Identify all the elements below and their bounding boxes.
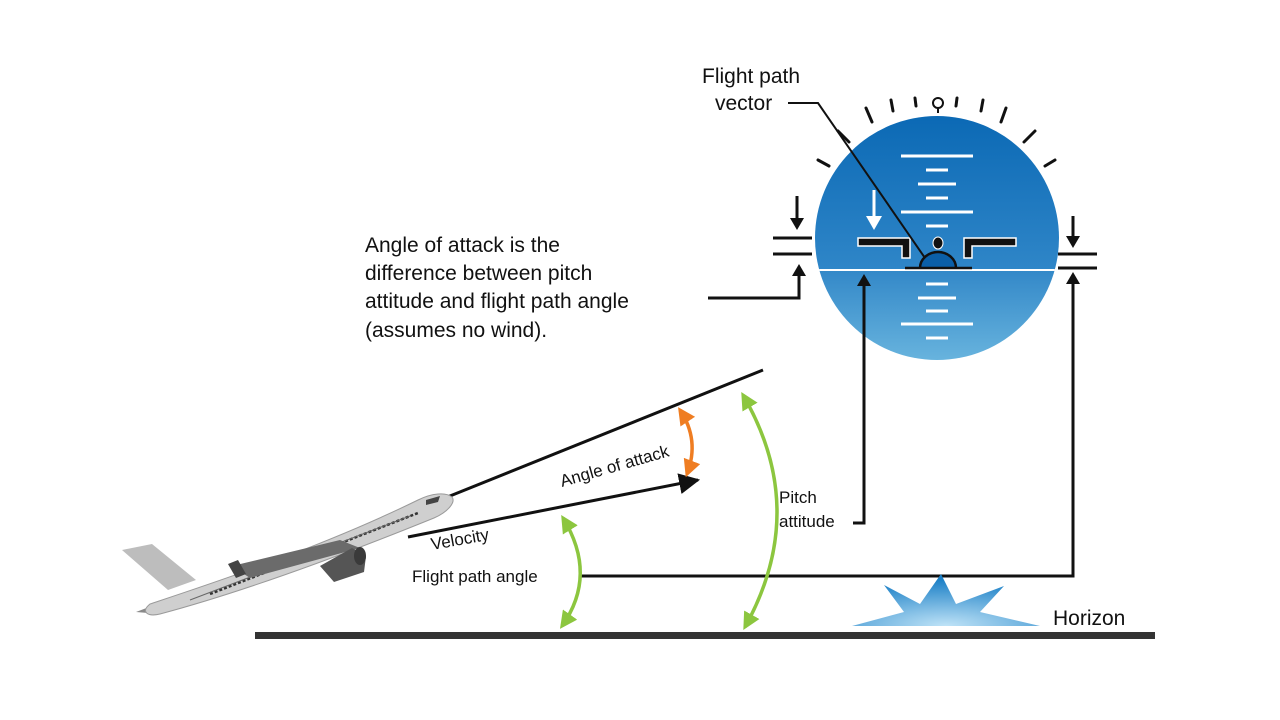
fpv-label-line1: Flight path (702, 65, 800, 88)
bank-scale (816, 96, 1057, 168)
aoa-note-line1: Angle of attack is the (365, 234, 560, 257)
aoa-leader-line (708, 270, 801, 300)
fpv-label-line2: vector (715, 92, 772, 115)
bank-pointer-icon (932, 97, 944, 113)
flight-path-angle-label: Flight path angle (412, 567, 538, 586)
velocity-vector-line (407, 473, 701, 539)
angle-of-attack-label: Angle of attack (558, 441, 672, 490)
pitch-attitude-arc (741, 391, 779, 631)
angle-of-attack-arc (678, 407, 701, 478)
pitch-ladder (901, 154, 973, 340)
pitch-label-line1: Pitch (779, 488, 817, 507)
horizon-line (255, 632, 1155, 639)
flight-path-angle-arc (559, 515, 582, 629)
horizon-label: Horizon (1053, 607, 1125, 630)
aoa-note-line4: (assumes no wind). (365, 319, 547, 342)
sun-burst-icon (852, 574, 1040, 626)
pitch-attitude-reference-left (773, 196, 812, 256)
aircraft-reference-symbol (857, 236, 1017, 259)
aoa-note-line2: difference between pitch (365, 262, 592, 285)
attitude-indicator-icon (815, 96, 1059, 360)
aoa-note-line3: attitude and flight path angle (365, 290, 629, 313)
velocity-label: Velocity (429, 525, 490, 554)
aircraft-icon (122, 493, 454, 616)
horizon-reference-right (1058, 216, 1097, 270)
pitch-attitude-connector (853, 278, 866, 525)
pitch-label-line2: attitude (779, 512, 835, 531)
flight-path-vector-symbol (905, 250, 972, 270)
pitch-axis-line (439, 368, 764, 502)
fpv-leader-line (788, 102, 926, 259)
aoa-explanation: Angle of attack is the difference betwee… (365, 234, 629, 342)
